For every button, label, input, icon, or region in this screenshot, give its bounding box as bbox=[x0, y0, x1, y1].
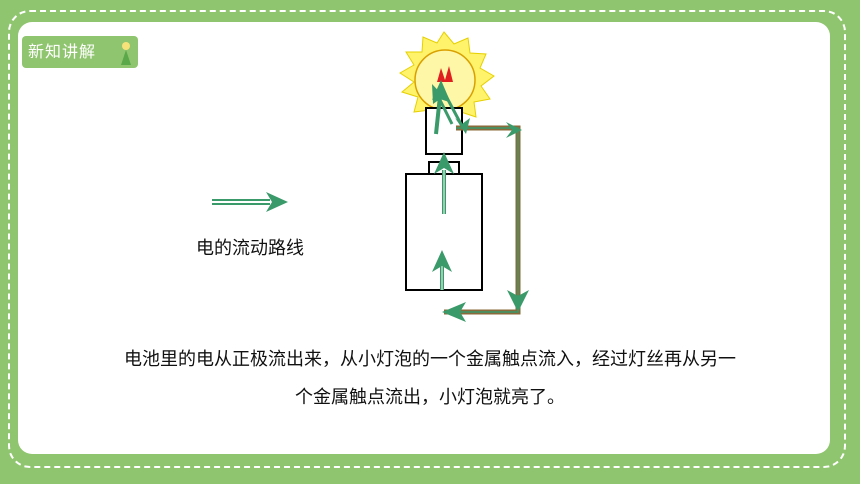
wire-loop bbox=[444, 125, 521, 315]
dashed-frame bbox=[8, 10, 846, 468]
sprout-icon bbox=[121, 42, 131, 65]
section-badge: 新知讲解 bbox=[22, 36, 138, 68]
bulb-glow-icon bbox=[399, 31, 495, 127]
caption-line-1: 电池里的电从正极流出来，从小灯泡的一个金属触点流入，经过灯丝再从另一 bbox=[124, 349, 736, 370]
caption-line-2: 个金属触点流出，小灯泡就亮了。 bbox=[295, 387, 565, 408]
current-arrows bbox=[432, 80, 529, 322]
legend-label: 电的流动路线 bbox=[196, 238, 304, 259]
legend-arrow-icon bbox=[212, 192, 288, 212]
badge-label: 新知讲解 bbox=[28, 42, 97, 61]
